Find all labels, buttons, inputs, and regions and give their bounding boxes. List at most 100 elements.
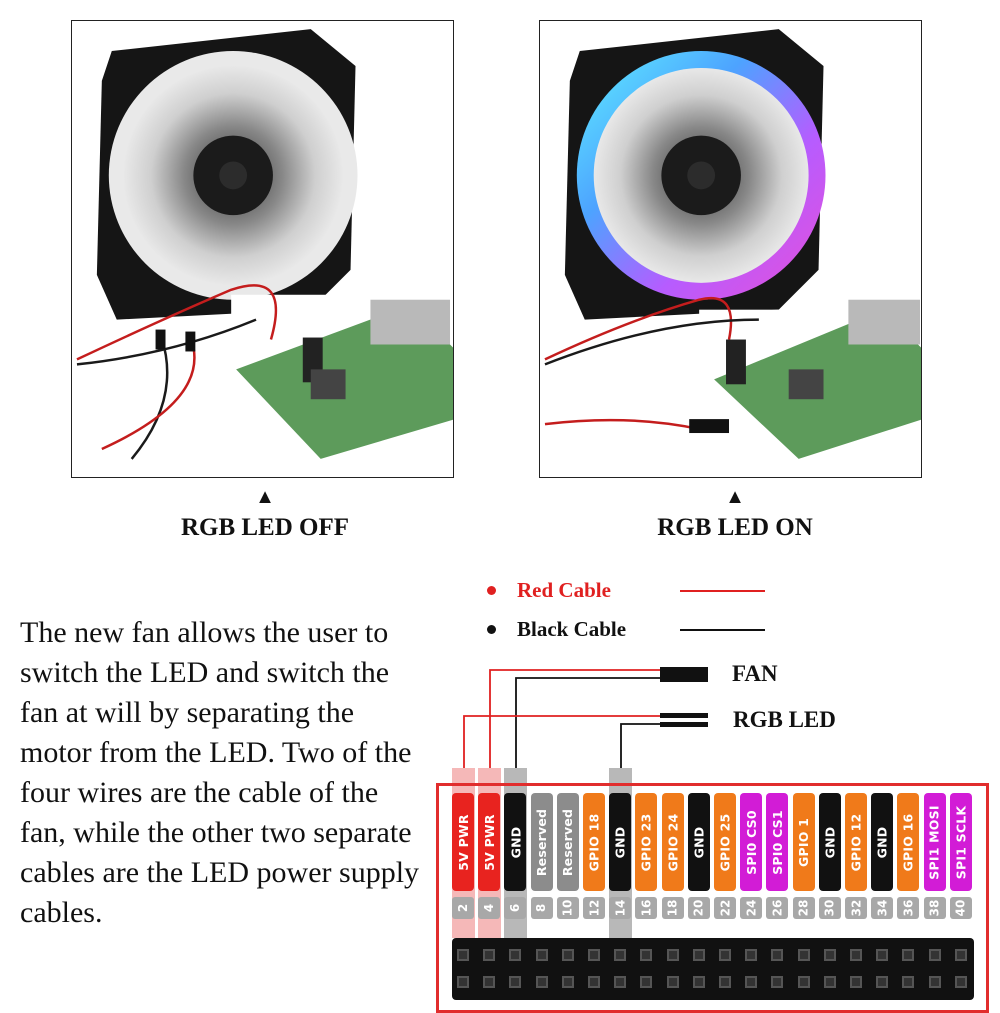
fan-photo-led-on	[539, 20, 922, 478]
pin-number-text: 20	[691, 899, 706, 917]
header-pin	[614, 976, 627, 988]
header-pin	[771, 949, 784, 961]
header-pin	[692, 949, 705, 961]
header-pin	[823, 976, 836, 988]
pin-number-text: 40	[953, 899, 968, 917]
header-pin	[483, 949, 496, 961]
header-pin	[457, 976, 469, 988]
pin-name-text: GPIO 25	[717, 813, 733, 871]
header-pin	[876, 976, 889, 988]
pin-number-text: 26	[770, 899, 785, 917]
pin-name-text: SPI1 SCLK	[953, 805, 969, 879]
pin-number-34: 34	[871, 897, 894, 919]
pin-number-22: 22	[714, 897, 736, 919]
pin-number-18: 18	[661, 897, 684, 919]
pin-number-36: 36	[897, 897, 920, 919]
pin-label-40: SPI1 SCLK	[949, 793, 972, 891]
header-pin	[483, 976, 496, 988]
pin-name-text: GND	[822, 826, 838, 858]
header-pin	[850, 949, 862, 961]
pin-number-text: 24	[744, 899, 759, 917]
pin-number-32: 32	[845, 897, 867, 919]
pin-number-4: 4	[478, 897, 501, 919]
pin-label-24: SPI0 CS0	[740, 793, 763, 891]
pin-number-text: 34	[875, 899, 890, 917]
pin-number-26: 26	[766, 897, 789, 919]
pin-number-10: 10	[556, 897, 579, 919]
red-line-sample	[680, 590, 765, 592]
pin-name-text: GPIO 24	[665, 813, 681, 871]
header-pin	[771, 976, 784, 988]
legend-black-label: Black Cable	[517, 617, 627, 641]
pin-number-text: 28	[796, 899, 811, 917]
pin-number-text: 32	[848, 899, 863, 917]
pin-name-text: SPI0 CS1	[769, 809, 785, 875]
header-pin	[745, 976, 758, 988]
pin-number-24: 24	[740, 897, 763, 919]
header-pin	[588, 976, 600, 988]
pin-number-2: 2	[452, 897, 474, 919]
pin-label-6: GND	[504, 793, 527, 891]
pin-number-text: 36	[901, 899, 916, 917]
pin-name-text: GPIO 16	[900, 813, 916, 871]
pin-name-text: GPIO 23	[638, 813, 654, 871]
header-pin	[823, 949, 836, 961]
caption-led-off: ▲ RGB LED OFF	[115, 486, 415, 542]
red-dot-icon	[487, 586, 496, 595]
header-pin	[797, 949, 810, 961]
header-pin	[640, 976, 653, 988]
pin-number-30: 30	[818, 897, 841, 919]
header-pin	[509, 976, 522, 988]
pin-name-text: Reserved	[534, 808, 550, 876]
pin-name-text: 5V PWR	[455, 813, 471, 871]
pin-number-text: 16	[639, 899, 654, 917]
caption-led-on-label: RGB LED ON	[657, 514, 813, 541]
pin-label-16: GPIO 23	[635, 793, 658, 891]
pin-number-40: 40	[949, 897, 972, 919]
header-pin	[928, 976, 941, 988]
pin-name-text: GND	[874, 826, 890, 858]
caption-led-on: ▲ RGB LED ON	[585, 486, 885, 542]
header-pin	[876, 949, 889, 961]
header-pin	[666, 949, 679, 961]
header-pin	[954, 949, 967, 961]
header-pin	[666, 976, 679, 988]
pin-number-text: 22	[717, 899, 732, 917]
black-line-sample	[680, 629, 765, 631]
pin-label-2: 5V PWR	[452, 793, 474, 891]
pin-label-32: GPIO 12	[845, 793, 867, 891]
header-pin	[640, 949, 653, 961]
pin-label-14: GND	[609, 793, 632, 891]
header-pin	[902, 949, 915, 961]
pin-number-8: 8	[530, 897, 553, 919]
pin-number-text: 6	[508, 903, 523, 913]
header-pin	[509, 949, 522, 961]
pin-label-18: GPIO 24	[661, 793, 684, 891]
pin-number-14: 14	[609, 897, 632, 919]
pin-label-4: 5V PWR	[478, 793, 501, 891]
up-arrow-icon: ▲	[725, 486, 745, 508]
header-pin	[561, 949, 574, 961]
header-pin	[692, 976, 705, 988]
header-pin	[797, 976, 810, 988]
pin-number-16: 16	[635, 897, 658, 919]
pin-number-text: 2	[455, 903, 470, 913]
pin-number-20: 20	[687, 897, 710, 919]
pin-name-text: SPI1 MOSI	[927, 804, 943, 880]
header-pin	[850, 976, 862, 988]
fan-illustration-on	[544, 29, 921, 477]
fan-photo-led-off	[71, 20, 454, 478]
pin-name-text: Reserved	[560, 808, 576, 876]
header-pin	[902, 976, 915, 988]
pin-label-8: Reserved	[530, 793, 553, 891]
pin-number-text: 30	[822, 899, 837, 917]
header-pin	[719, 976, 731, 988]
pin-number-text: 4	[482, 903, 497, 913]
black-dot-icon	[487, 625, 496, 634]
pin-name-text: SPI0 CS0	[743, 809, 759, 875]
pin-name-text: 5V PWR	[481, 813, 497, 871]
legend-red-cable: Red Cable	[487, 578, 777, 602]
fan-connector-label: FAN	[732, 661, 778, 686]
pin-number-38: 38	[923, 897, 946, 919]
header-pin	[928, 949, 941, 961]
